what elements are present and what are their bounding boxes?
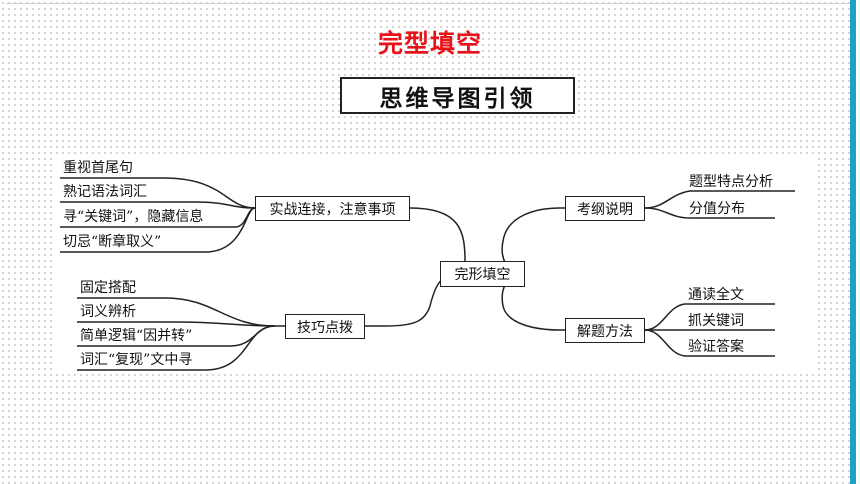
practice-item-1: 重视首尾句 <box>63 160 133 176</box>
syllabus-branch: 考纲说明 <box>565 196 645 221</box>
skills-branch: 技巧点拨 <box>285 314 365 339</box>
methods-item-1: 通读全文 <box>688 287 744 303</box>
practice-item-2: 熟记语法词汇 <box>63 184 147 200</box>
methods-item-2: 抓关键词 <box>688 313 744 329</box>
top-divider <box>6 3 854 4</box>
practice-branch: 实战连接，注意事项 <box>255 196 410 221</box>
skills-item-3: 简单逻辑“因并转” <box>80 328 193 344</box>
skills-item-1: 固定搭配 <box>80 280 136 296</box>
skills-item-2: 词义辨析 <box>80 304 136 320</box>
skills-item-4: 词汇“复现”文中寻 <box>80 352 193 368</box>
methods-item-3: 验证答案 <box>688 339 744 355</box>
syllabus-item-1: 题型特点分析 <box>689 174 773 190</box>
mindmap: 完形填空 重视首尾句 熟记语法词汇 寻“关键词”，隐藏信息 切忌“断章取义” 实… <box>55 156 815 374</box>
practice-item-4: 切忌“断章取义” <box>63 234 162 250</box>
methods-branch: 解题方法 <box>565 318 645 343</box>
page-title: 完型填空 <box>377 29 482 58</box>
right-accent-bar <box>850 0 856 484</box>
syllabus-item-2: 分值分布 <box>689 201 745 217</box>
subtitle-box: 思维导图引领 <box>340 77 575 114</box>
mindmap-connectors <box>60 177 795 371</box>
center-node: 完形填空 <box>440 261 525 287</box>
practice-item-3: 寻“关键词”，隐藏信息 <box>63 209 204 225</box>
